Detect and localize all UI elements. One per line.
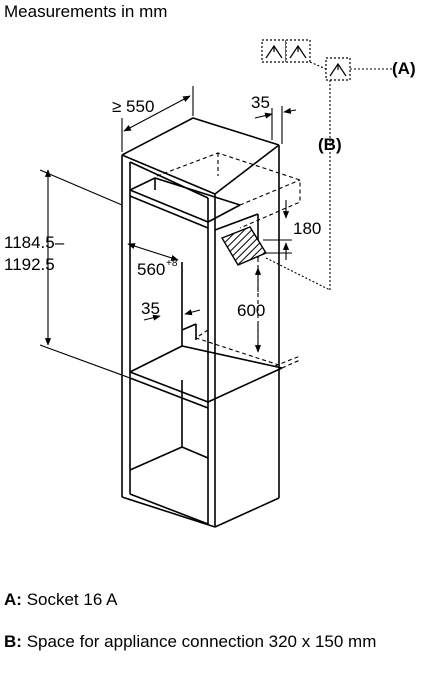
installation-diagram: ≥ 550 35 (A) (B) 1184.5– 1192.5 560 +8 3… [4, 39, 416, 528]
callout-a-label: (A) [392, 59, 416, 78]
legend-key-b: B: [4, 632, 22, 651]
legend-item-b: B: Space for appliance connection 320 x … [4, 632, 417, 652]
depth-label: ≥ 550 [112, 97, 154, 116]
single-socket-icon [325, 57, 351, 81]
top-gap-label: 35 [251, 93, 270, 112]
legend-item-a: A: Socket 16 A [4, 590, 117, 610]
niche-width-tolerance: +8 [166, 258, 178, 269]
cabinet-outline [121, 117, 283, 528]
double-socket-icon [261, 39, 311, 63]
legend-text-b: Space for appliance connection 320 x 150… [26, 632, 377, 651]
callout-b-label: (B) [318, 135, 342, 154]
socket-height-label: 600 [237, 301, 265, 320]
height-label-line1: 1184.5– [4, 233, 65, 252]
niche-width-label: 560 [137, 260, 165, 279]
socket-zone [220, 226, 268, 266]
diagram-title: Measurements in mm [4, 2, 168, 21]
legend-text-a: Socket 16 A [26, 590, 118, 609]
dimension-lines [39, 86, 297, 379]
height-label-line2: 1192.5 [4, 255, 55, 274]
callout-lines [265, 61, 392, 291]
legend-key-a: A: [4, 590, 22, 609]
socket-offset-label: 35 [141, 299, 160, 318]
zone-height-label: 180 [293, 219, 321, 238]
